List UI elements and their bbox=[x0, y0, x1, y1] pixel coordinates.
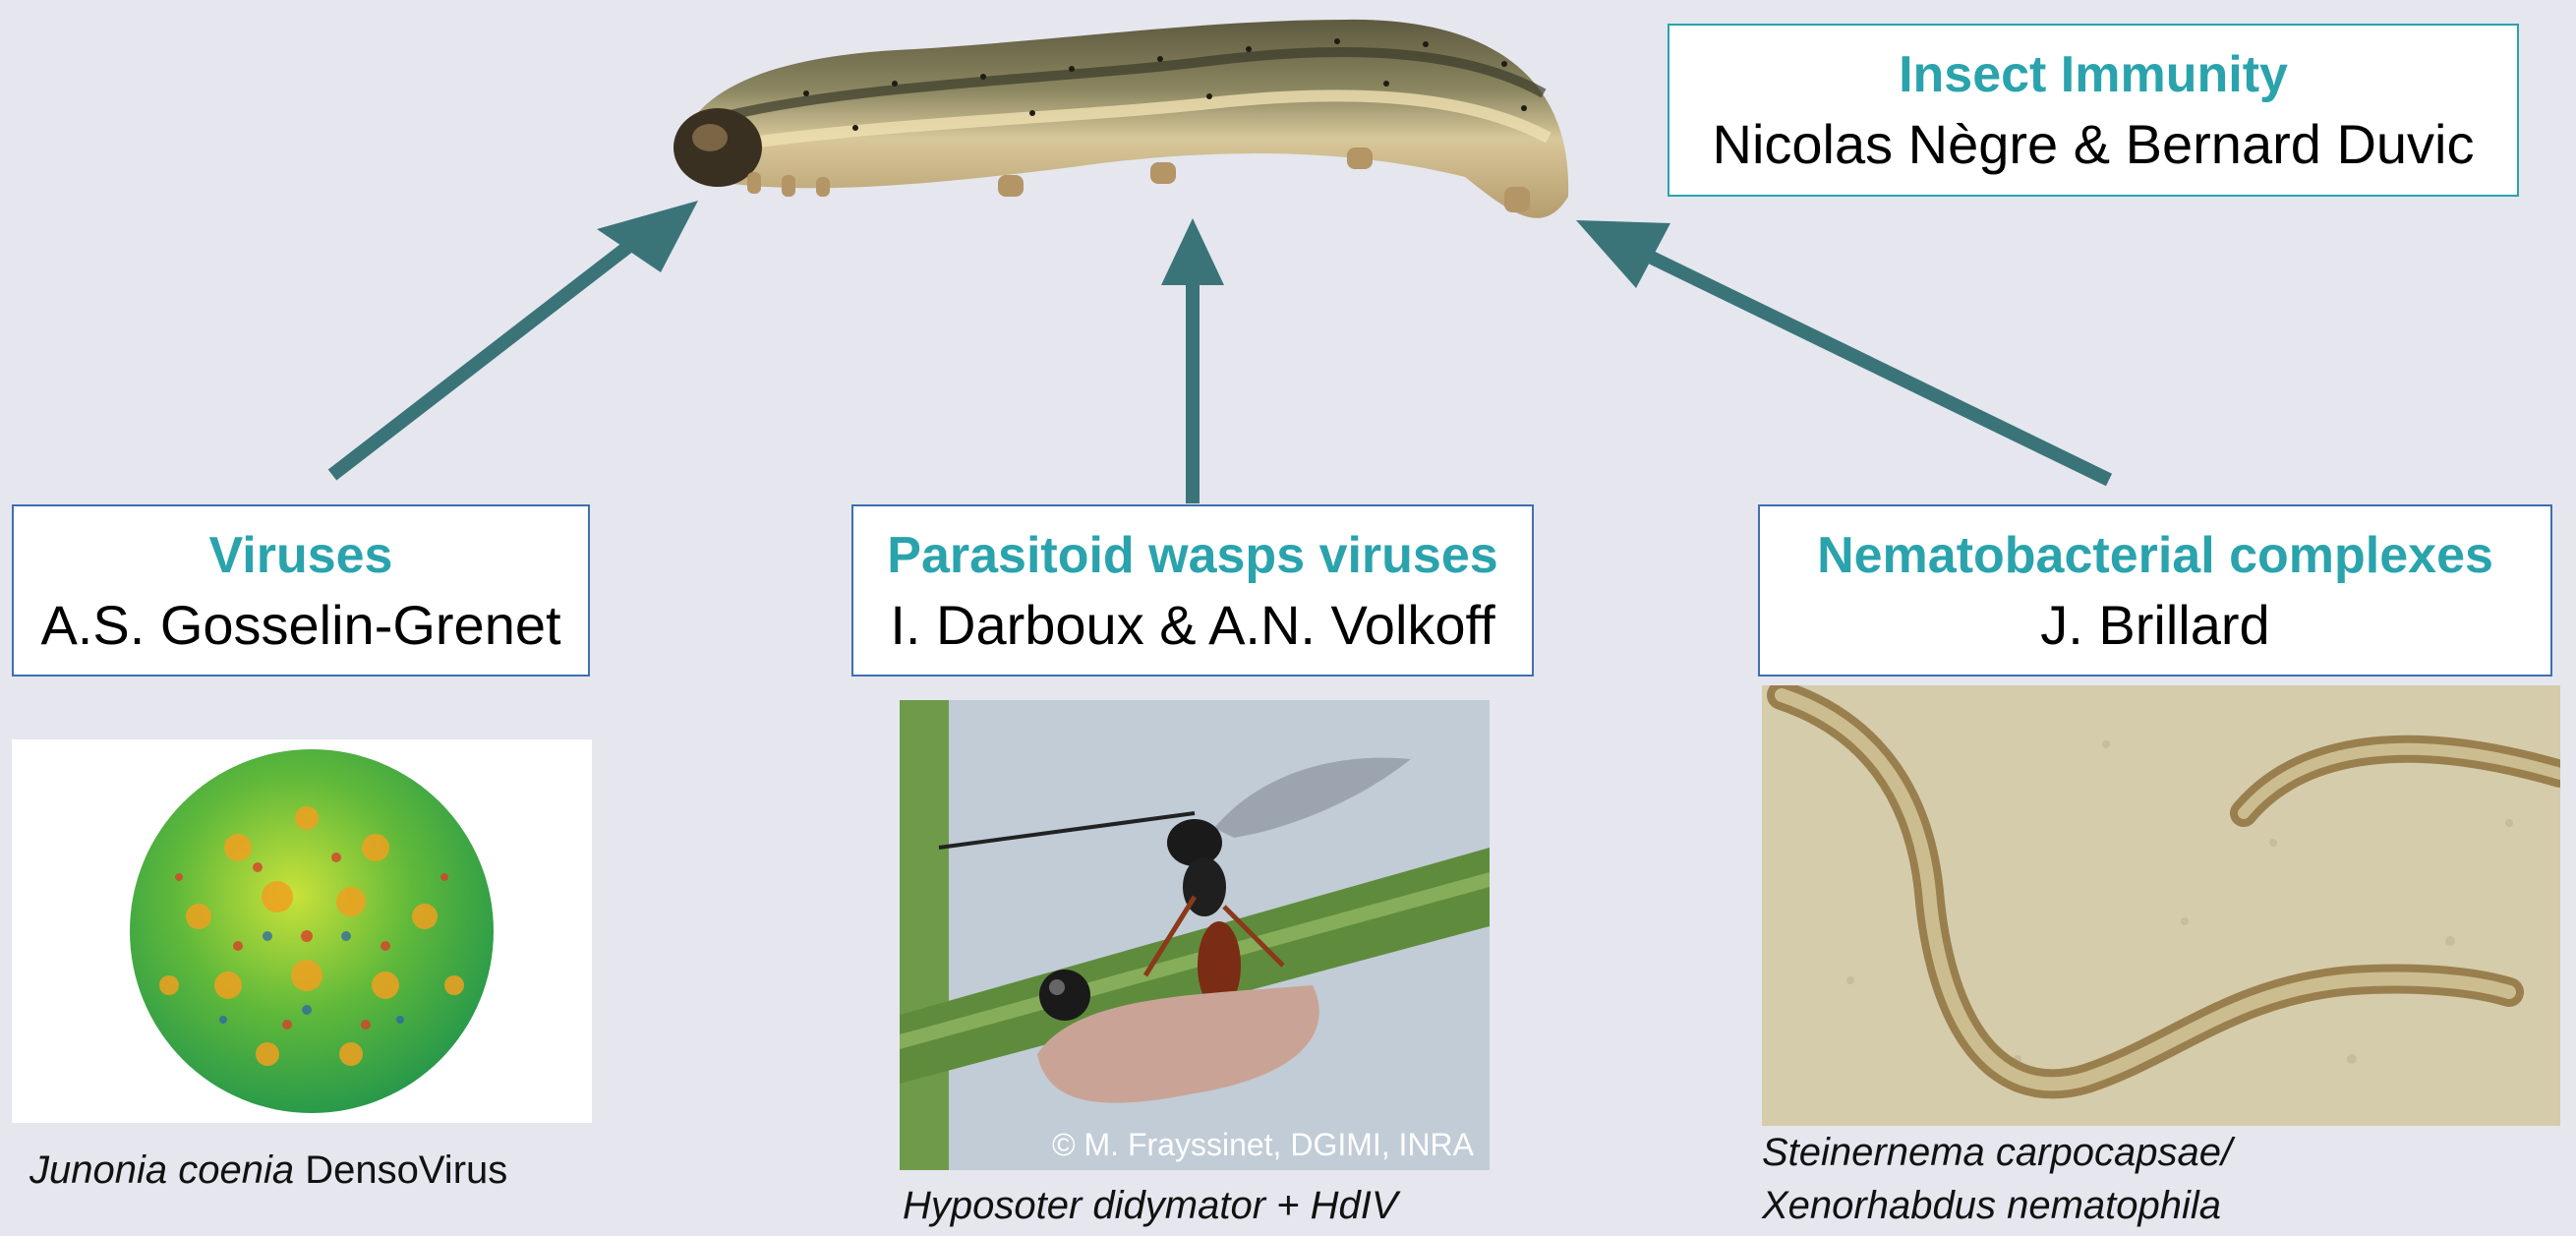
wasp-photo: © M. Frayssinet, DGIMI, INRA bbox=[900, 700, 1490, 1170]
viruses-box: Viruses A.S. Gosselin-Grenet bbox=[12, 504, 590, 677]
insect-immunity-title: Insect Immunity bbox=[1669, 40, 2517, 109]
arrow-head-center bbox=[1161, 218, 1224, 285]
nematode-caption-line1: Steinernema carpocapsae/ bbox=[1762, 1131, 2232, 1174]
nematobacterial-title: Nematobacterial complexes bbox=[1760, 521, 2550, 590]
nematobacterial-box: Nematobacterial complexes J. Brillard bbox=[1758, 504, 2552, 677]
virus-caption-species: Junonia coenia bbox=[29, 1148, 294, 1192]
virus-image bbox=[12, 739, 592, 1123]
photo-credit: © M. Frayssinet, DGIMI, INRA bbox=[1052, 1125, 1474, 1164]
insect-immunity-authors: Nicolas Nègre & Bernard Duvic bbox=[1669, 109, 2517, 180]
wasp-viruses-title: Parasitoid wasps viruses bbox=[853, 521, 1532, 590]
virus-caption-type: DensoVirus bbox=[294, 1148, 507, 1192]
viruses-title: Viruses bbox=[14, 521, 588, 590]
nematode-photo bbox=[1762, 685, 2560, 1126]
virus-caption: Junonia coenia DensoVirus bbox=[29, 1145, 507, 1196]
nematobacterial-authors: J. Brillard bbox=[1760, 590, 2550, 661]
wasp-viruses-authors: I. Darboux & A.N. Volkoff bbox=[853, 590, 1532, 661]
wasp-viruses-box: Parasitoid wasps viruses I. Darboux & A.… bbox=[851, 504, 1534, 677]
wasp-caption: Hyposoter didymator + HdIV bbox=[903, 1180, 1398, 1231]
viruses-authors: A.S. Gosselin-Grenet bbox=[14, 590, 588, 661]
wasp-caption-text: Hyposoter didymator + HdIV bbox=[903, 1184, 1398, 1227]
nematode-caption: Steinernema carpocapsae/ Xenorhabdus nem… bbox=[1762, 1126, 2232, 1232]
insect-immunity-box: Insect Immunity Nicolas Nègre & Bernard … bbox=[1668, 24, 2519, 197]
nematode-caption-line2: Xenorhabdus nematophila bbox=[1762, 1184, 2221, 1227]
